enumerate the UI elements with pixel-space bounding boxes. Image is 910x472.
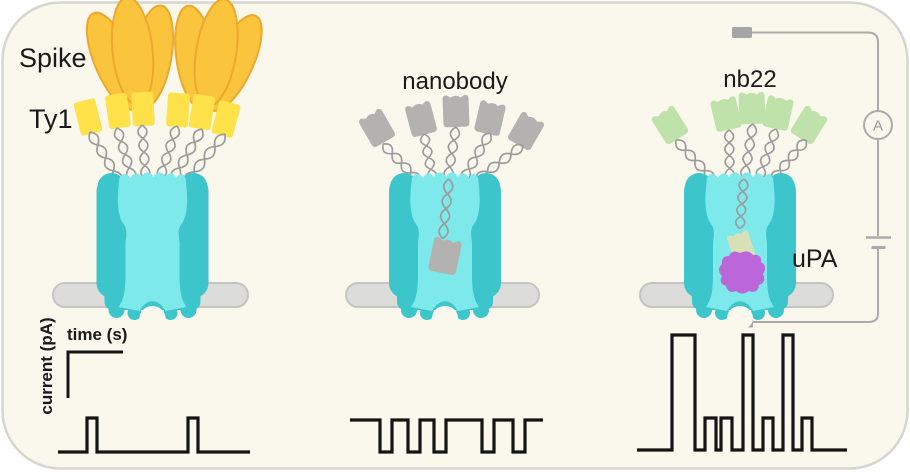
upa-label: uPA bbox=[792, 245, 838, 273]
nb22-label: nb22 bbox=[723, 66, 776, 93]
current-trace-nb22 bbox=[637, 333, 847, 452]
time-axis-label: time (s) bbox=[67, 325, 127, 344]
ty1-label: Ty1 bbox=[29, 104, 73, 134]
nb22-nanobody bbox=[738, 91, 766, 125]
ammeter-label: A bbox=[873, 118, 883, 135]
nanobody bbox=[442, 94, 470, 128]
nanobody-label: nanobody bbox=[402, 68, 507, 95]
current-trace-nanobody bbox=[350, 418, 543, 454]
ty1-tag bbox=[165, 92, 191, 128]
circuit-wire-bottom bbox=[753, 249, 879, 323]
axis-corner bbox=[66, 350, 123, 398]
nanopore bbox=[96, 172, 209, 330]
top-electrode bbox=[732, 27, 752, 38]
circuit-wire-top bbox=[752, 31, 879, 111]
current-trace-ty1 bbox=[58, 416, 250, 454]
ty1-tag bbox=[131, 91, 155, 127]
current-axis-label: current (pA) bbox=[37, 317, 56, 414]
ty1-tag bbox=[104, 92, 132, 130]
panel-nb22: nb22 uPA bbox=[637, 66, 847, 452]
spike-label: Spike bbox=[19, 43, 87, 73]
panel-ty1: Spike Ty1 current (pA) time (s) bbox=[19, 0, 277, 454]
panel-nanobody: nanobody bbox=[345, 68, 546, 454]
